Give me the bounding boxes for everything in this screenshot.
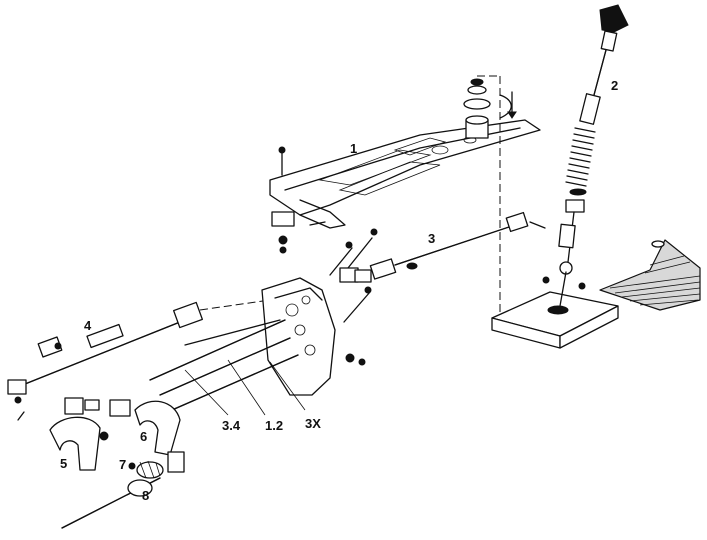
- callout-3: 3: [428, 231, 435, 246]
- gear-housing: [261, 277, 336, 396]
- selector-rails: [149, 319, 299, 411]
- callout-4: 4: [84, 318, 92, 333]
- top-bushing-stack: [463, 78, 517, 139]
- callout-5: 5: [60, 456, 67, 471]
- callout-labels: 1 2 3 4 5 6 7 8 3.4 1.2 3X: [60, 78, 618, 503]
- callout-rail-34: 3.4: [222, 418, 241, 433]
- assembly-guide-lines: [199, 75, 501, 321]
- callout-2: 2: [611, 78, 618, 93]
- shift-rod: [369, 211, 546, 280]
- callout-8: 8: [142, 488, 149, 503]
- rubber-gaiter: [599, 239, 701, 311]
- shift-fork-right: [99, 399, 181, 456]
- callout-1: 1: [350, 141, 357, 156]
- callout-6: 6: [140, 429, 147, 444]
- shift-fork-left: [49, 397, 101, 471]
- top-mounting-plate: [269, 119, 541, 254]
- rail-leaders: [184, 359, 306, 416]
- selector-shaft: [7, 301, 204, 421]
- callout-7: 7: [119, 457, 126, 472]
- callout-rail-12: 1.2: [265, 418, 283, 433]
- linkage-fittings: [329, 228, 378, 366]
- gear-lever: [542, 4, 629, 290]
- callout-rail-3x: 3X: [305, 416, 321, 431]
- output-shaft: [61, 451, 185, 529]
- lever-base-pad: [491, 271, 619, 349]
